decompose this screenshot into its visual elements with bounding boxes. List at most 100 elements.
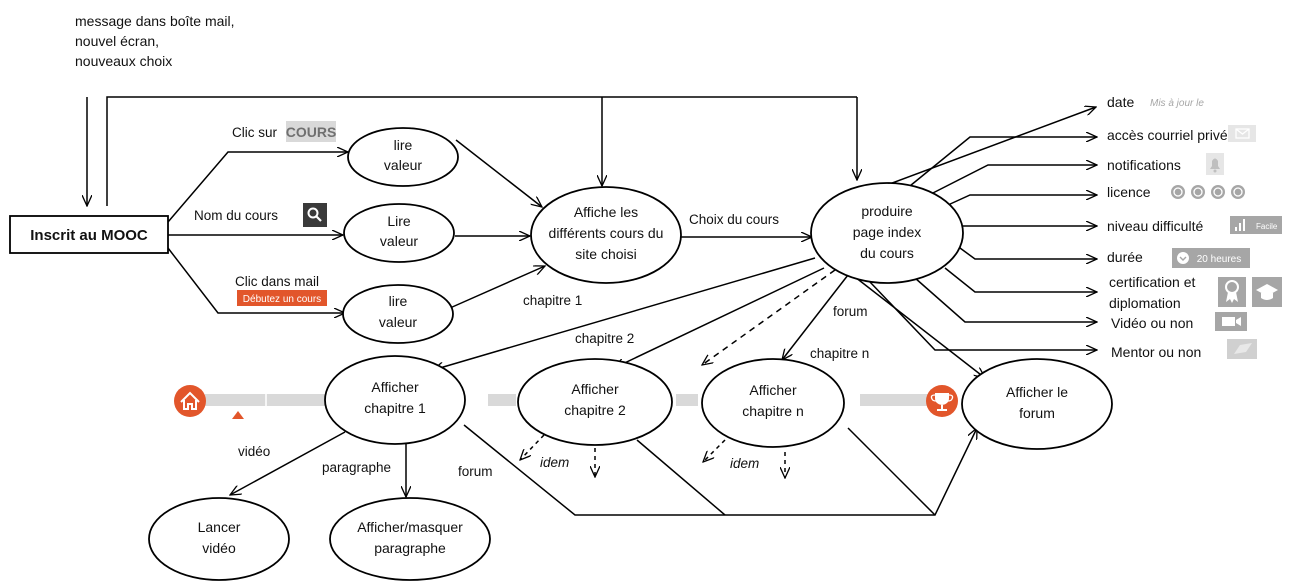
- trophy-icon[interactable]: [926, 385, 958, 417]
- lire2-line-1: Lire: [387, 213, 411, 229]
- node-lire3: [342, 284, 454, 344]
- connector-idem1-dashed: [520, 434, 545, 460]
- masquer-line-1: Afficher/masquer: [357, 519, 463, 535]
- feature-duree-badge: 20 heures: [1197, 254, 1241, 265]
- label-video: vidéo: [238, 444, 270, 459]
- graduation-cap-icon: [1252, 277, 1282, 307]
- progress-bar: [174, 385, 958, 419]
- node-chapitre2: [517, 358, 673, 446]
- node-chapitre1: [324, 355, 466, 445]
- feature-facile-badge: Facile: [1256, 222, 1278, 231]
- progress-segment-4: [860, 394, 932, 406]
- feature-video: Vidéo ou non: [1111, 315, 1193, 331]
- feature-notifications: notifications: [1107, 157, 1181, 173]
- label-forum-bottom: forum: [458, 464, 493, 479]
- award-icon: [1218, 277, 1246, 307]
- note-line-2: nouvel écran,: [75, 33, 159, 49]
- inscrit-box: [9, 215, 169, 254]
- chapitre1-line-1: Afficher: [371, 379, 419, 395]
- connector-feature-date: [875, 107, 1096, 190]
- chapitre1-line-2: chapitre 1: [364, 400, 426, 416]
- search-icon[interactable]: [303, 203, 327, 227]
- node-lire2: [343, 203, 455, 263]
- node-affiche: [530, 186, 682, 284]
- connector-feature-acces: [904, 137, 1097, 191]
- connector-produire-ch2: [614, 267, 825, 369]
- node-forum: [961, 358, 1113, 450]
- forum-line-1: Afficher le: [1006, 384, 1068, 400]
- chapitre2-line-2: chapitre 2: [564, 402, 626, 418]
- produire-line-2: page index: [853, 224, 922, 240]
- node-lire1: [347, 127, 459, 187]
- feature-date: date: [1107, 94, 1134, 110]
- inscrit-label: Inscrit au MOOC: [30, 227, 148, 244]
- feature-mentor: Mentor ou non: [1111, 344, 1201, 360]
- label-clic-dans-mail: Clic dans mail: [235, 274, 319, 289]
- clock-icon: 20 heures: [1172, 248, 1250, 268]
- mentor-icon: [1227, 339, 1257, 359]
- debutez-button[interactable]: [237, 290, 327, 306]
- node-shapes: [148, 127, 1113, 581]
- feature-date-badge: Mis à jour le: [1150, 98, 1204, 109]
- feature-certif-line-2: diplomation: [1109, 295, 1181, 311]
- lancer-line-1: Lancer: [198, 519, 241, 535]
- label-choix-du-cours: Choix du cours: [689, 212, 779, 227]
- video-camera-icon: [1215, 312, 1247, 331]
- masquer-line-2: paragraphe: [374, 540, 446, 556]
- chapitren-line-2: chapitre n: [742, 403, 803, 419]
- connector-feature-duree: [959, 247, 1097, 259]
- lire2-line-2: valeur: [380, 233, 418, 249]
- feature-acces: accès courriel privé: [1107, 127, 1228, 143]
- connector-lire1-affiche: [455, 139, 542, 207]
- bell-icon: [1206, 153, 1224, 175]
- connector-loop-top: [106, 96, 857, 206]
- label-chapitre-n: chapitre n: [810, 346, 869, 361]
- lancer-line-2: vidéo: [202, 540, 236, 556]
- connector-idem2-dashed: [703, 439, 726, 462]
- label-paragraphe: paragraphe: [322, 460, 391, 475]
- connector-produire-forum: [854, 276, 985, 378]
- forum-line-2: forum: [1019, 405, 1055, 421]
- connector-inscrit-lire1: [167, 152, 348, 223]
- connector-produire-ch1: [433, 257, 816, 370]
- affiche-line-2: différents cours du: [549, 225, 664, 241]
- creative-commons-icon: [1171, 185, 1245, 199]
- node-afficher-paragraphe: [329, 497, 491, 581]
- progress-segment-3: [676, 394, 698, 406]
- label-clic-sur: Clic sur: [232, 125, 278, 140]
- connector-chn-forum: [847, 427, 936, 516]
- label-chapitre-1: chapitre 1: [523, 293, 582, 308]
- lire3-line-2: valeur: [379, 314, 417, 330]
- connector-lire3-affiche: [449, 266, 545, 309]
- feature-niveau: niveau difficulté: [1107, 218, 1203, 234]
- mail-icon: [1228, 125, 1256, 142]
- affiche-line-1: Affiche les: [574, 204, 638, 220]
- produire-line-1: produire: [861, 203, 913, 219]
- node-produire: [810, 182, 964, 284]
- note-line-3: nouveaux choix: [75, 53, 172, 69]
- label-idem-2: idem: [730, 456, 759, 471]
- connector-feature-notifications: [926, 165, 1097, 197]
- connector-ch2-forum: [636, 439, 726, 516]
- connector-feature-licence: [947, 195, 1097, 206]
- home-icon[interactable]: [174, 385, 206, 417]
- debutez-label: Débutez un cours: [243, 294, 321, 305]
- feature-certif-line-1: certification et: [1109, 274, 1195, 290]
- feature-duree: durée: [1107, 249, 1143, 265]
- bar-chart-icon: Facile: [1230, 216, 1282, 234]
- node-chapitren: [701, 358, 845, 448]
- connector-feature-video: [914, 277, 1097, 322]
- progress-segment-2: [488, 394, 516, 406]
- connector-produire-dashed: [702, 269, 836, 365]
- connectors: [87, 96, 1097, 516]
- produire-line-3: du cours: [860, 245, 914, 261]
- chapitren-line-1: Afficher: [749, 382, 797, 398]
- connector-feature-certif: [944, 267, 1097, 292]
- label-idem-1: idem: [540, 455, 569, 470]
- cours-badge: [286, 121, 336, 142]
- lire3-line-1: lire: [389, 293, 408, 309]
- connector-ch1-video: [230, 431, 346, 495]
- connector-inscrit-lire3: [167, 247, 345, 313]
